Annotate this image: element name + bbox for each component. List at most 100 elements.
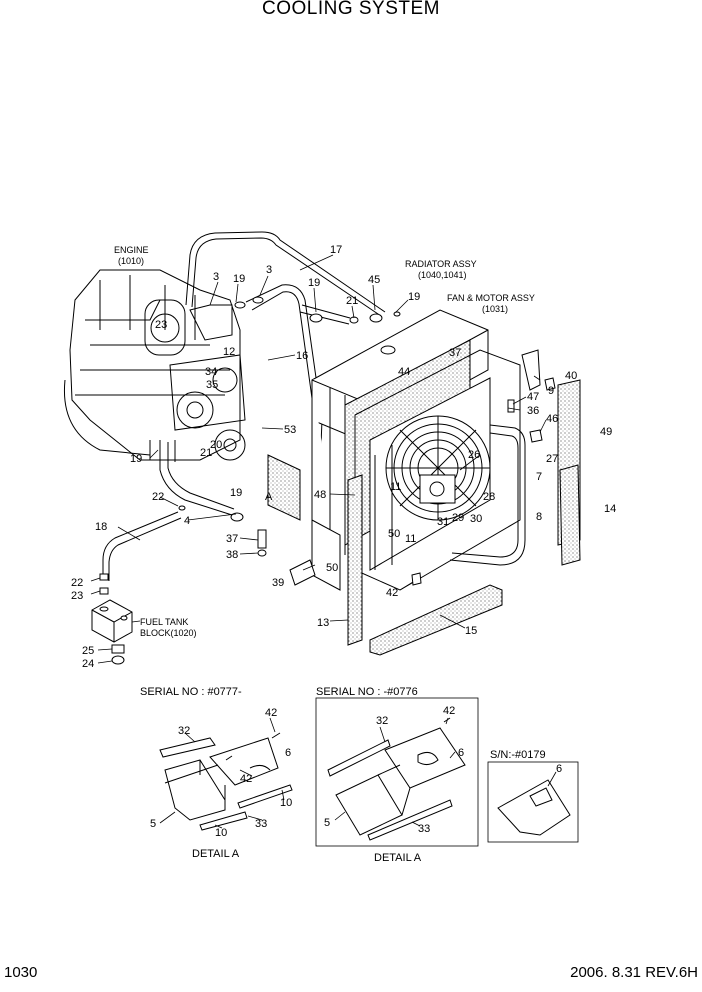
callout: 26	[468, 449, 480, 461]
detail-a-left-leaders	[159, 717, 285, 829]
part-callouts: 17 3 19 3 19 45 21 19 23 12 16 37 44 34 …	[71, 244, 616, 670]
small-parts	[99, 296, 556, 665]
callout: 31	[437, 516, 449, 528]
engine-label: ENGINE	[114, 245, 149, 255]
detail-middle-part: 42	[443, 705, 455, 717]
callout: 13	[317, 617, 329, 629]
hose-lines	[102, 231, 526, 581]
callout: 19	[233, 273, 245, 285]
detail-a-middle	[327, 717, 466, 841]
detail-left-part: 42	[240, 773, 252, 785]
detail-middle-part: 6	[458, 747, 464, 759]
engine-ref: (1010)	[118, 256, 144, 266]
assembly-text: ENGINE (1010) RADIATOR ASSY (1040,1041) …	[114, 245, 535, 638]
callout: 24	[82, 658, 94, 670]
callout: 49	[600, 426, 612, 438]
detail-right-frame	[487, 761, 579, 843]
callout: 9	[548, 385, 554, 397]
fan-motor-ref: (1031)	[482, 304, 508, 314]
callout: 28	[483, 491, 495, 503]
radiator-assy-label: RADIATOR ASSY	[405, 259, 477, 269]
view-a-marker: A	[265, 491, 273, 503]
detail-a-middle-frame	[315, 697, 479, 847]
detail-left-part: 33	[255, 818, 267, 830]
callout: 19	[230, 487, 242, 499]
detail-right-part: 6	[556, 763, 562, 775]
callout: 34	[205, 366, 217, 378]
callout: 22	[152, 491, 164, 503]
callout: 19	[308, 277, 320, 289]
callout: 44	[398, 366, 410, 378]
callout: 21	[346, 295, 358, 307]
leader-lines	[90, 254, 547, 664]
detail-right	[497, 779, 571, 836]
detail-middle-caption: DETAIL A	[374, 852, 422, 864]
detail-left-caption: DETAIL A	[192, 848, 240, 860]
detail-right-leader	[547, 771, 557, 787]
callout: 20	[210, 439, 222, 451]
callout: 39	[272, 577, 284, 589]
callout: 53	[284, 424, 296, 436]
fuel-tank-ref: BLOCK(1020)	[140, 628, 197, 638]
callout: 46	[546, 413, 558, 425]
callout: 23	[155, 319, 167, 331]
callout: 47	[527, 391, 539, 403]
callout: 38	[226, 549, 238, 561]
fuel-tank-block	[91, 599, 133, 643]
callout: 7	[536, 471, 542, 483]
detail-left-part: 6	[285, 747, 291, 759]
callout: 40	[565, 370, 577, 382]
callout: 21	[200, 447, 212, 459]
callout: 29	[452, 512, 464, 524]
revision-date: 2006. 8.31 REV.6H	[570, 964, 698, 981]
detail-left-part: 32	[178, 725, 190, 737]
callout: 11	[405, 533, 416, 545]
callout: 50	[326, 562, 338, 574]
page-number: 1030	[4, 964, 38, 981]
callout: 27	[546, 453, 558, 465]
callout: 4	[184, 515, 190, 527]
callout: 8	[536, 511, 542, 523]
callout: 19	[408, 291, 420, 303]
detail-left-serial: SERIAL NO : #0777-	[140, 686, 242, 698]
callout: 18	[95, 521, 107, 533]
callout: 3	[213, 271, 219, 283]
callout: 37	[226, 533, 238, 545]
detail-middle-serial: SERIAL NO : -#0776	[316, 686, 418, 698]
fuel-tank-label: FUEL TANK	[140, 617, 188, 627]
detail-middle-part: 5	[324, 817, 330, 829]
callout: 36	[527, 405, 539, 417]
callout: 35	[206, 379, 218, 391]
callout: 19	[130, 453, 142, 465]
engine-drawing	[63, 269, 246, 462]
detail-middle-part: 33	[418, 823, 430, 835]
page-title: COOLING SYSTEM	[261, 0, 441, 19]
callout: 50	[388, 528, 400, 540]
radiator-assembly	[311, 309, 521, 591]
detail-left-part: 5	[150, 818, 156, 830]
detail-right-serial: S/N:-#0179	[490, 749, 546, 761]
callout: 16	[296, 350, 308, 362]
fan-motor-label: FAN & MOTOR ASSY	[447, 293, 535, 303]
callout: 22	[71, 577, 83, 589]
callout: 11	[390, 481, 401, 493]
detail-a-left	[159, 732, 293, 831]
callout: 3	[266, 264, 272, 276]
seal-strips	[267, 379, 581, 656]
callout: 23	[71, 590, 83, 602]
callout: 25	[82, 645, 94, 657]
detail-a-middle-leaders	[334, 717, 456, 827]
detail-text: SERIAL NO : #0777- DETAIL A 32 42 6 42 1…	[140, 686, 562, 864]
callout: 15	[465, 625, 477, 637]
detail-left-part: 10	[215, 827, 227, 839]
callout: 17	[330, 244, 342, 256]
callout: 14	[604, 503, 616, 515]
callout: 30	[470, 513, 482, 525]
callout: 48	[314, 489, 326, 501]
callout: 12	[223, 346, 235, 358]
bracket-40	[521, 349, 541, 391]
callout: 45	[368, 274, 380, 286]
callout: 37	[449, 347, 461, 359]
radiator-assy-ref: (1040,1041)	[418, 270, 467, 280]
